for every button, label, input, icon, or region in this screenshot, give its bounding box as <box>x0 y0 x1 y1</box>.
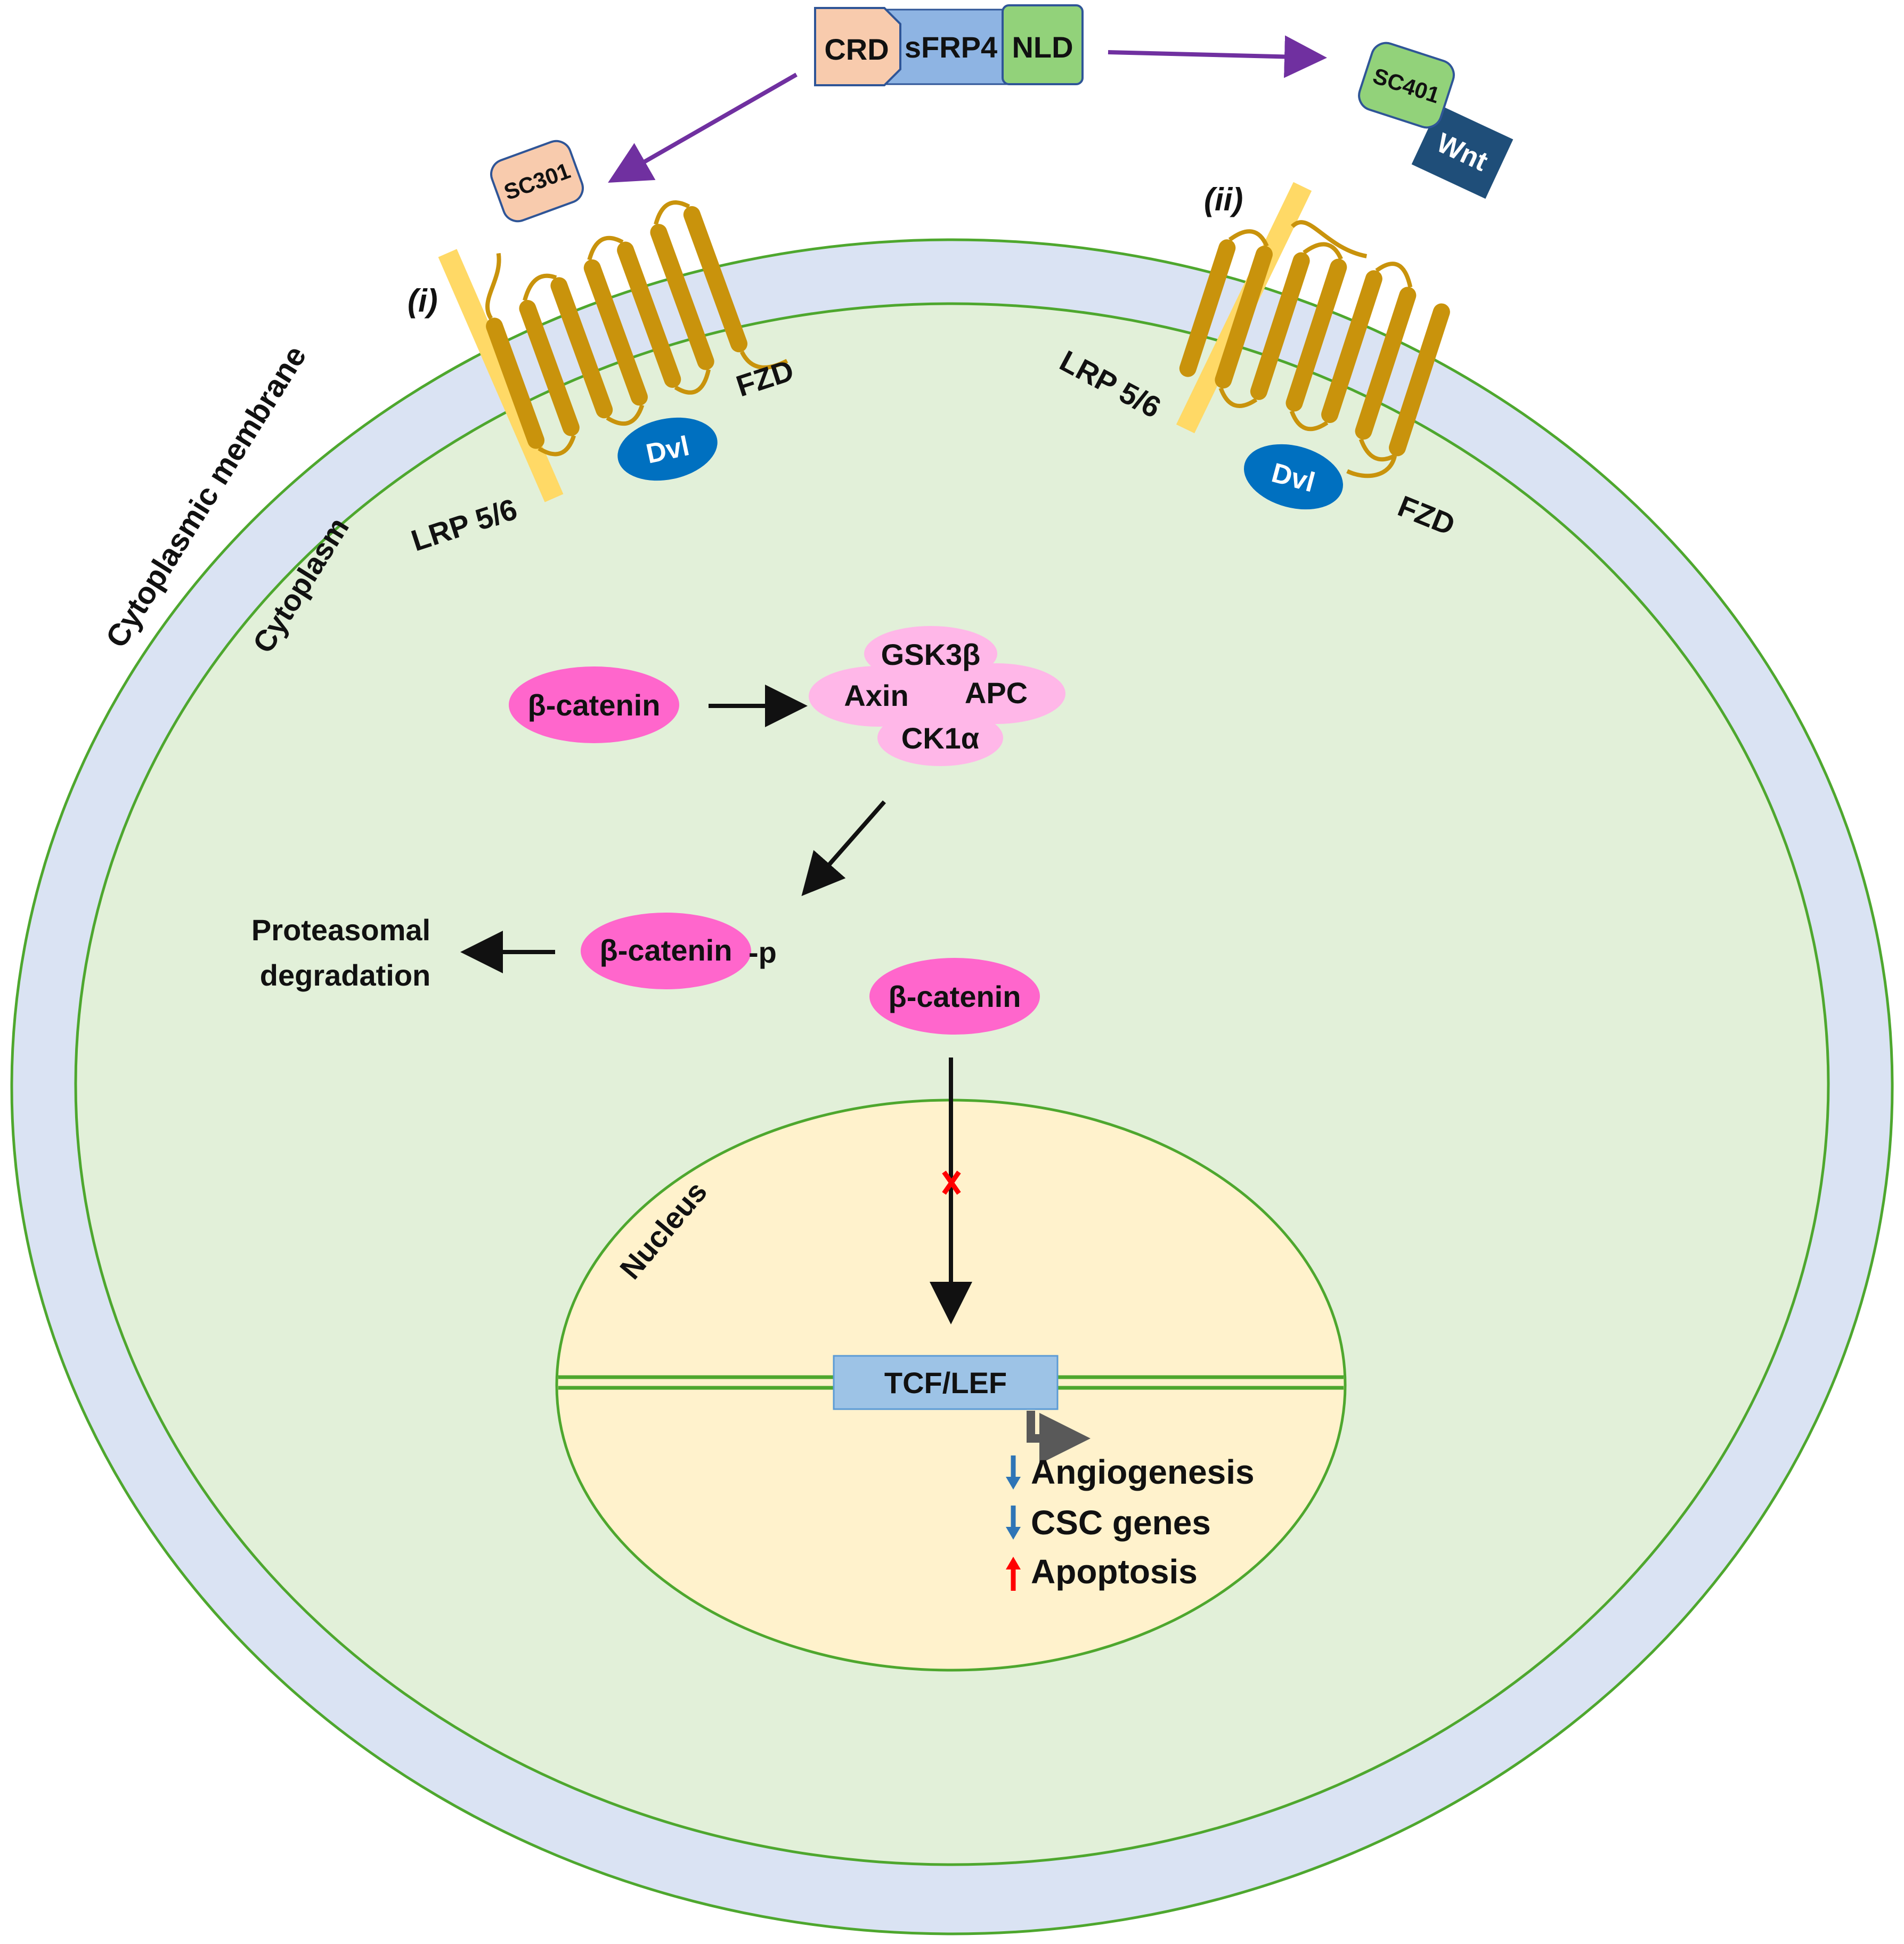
down-arrow-icon <box>1006 1455 1021 1490</box>
dvl-left <box>617 417 718 481</box>
crd-label: CRD <box>824 32 889 66</box>
sfrp4-label: sFRP4 <box>905 30 997 64</box>
sc401-box <box>1358 42 1455 129</box>
apc-label: APC <box>965 676 1028 710</box>
degradation-line1: Proteasomal <box>251 913 430 947</box>
down-arrow-icon <box>1006 1506 1021 1540</box>
apc-node <box>927 663 1065 724</box>
wnt-box <box>1411 104 1514 199</box>
outcome-apoptosis: Apoptosis <box>1006 1552 1198 1591</box>
receptor-left: (i) SC301 Dvl FZD LRP 5/6 <box>407 140 798 557</box>
outcome-label: CSC genes <box>1031 1503 1211 1542</box>
beta-catenin-phospho-label: β-catenin <box>600 933 733 967</box>
roman-i-label: (i) <box>408 283 438 319</box>
fzd-left <box>485 200 788 457</box>
beta-catenin-free <box>509 666 679 743</box>
tcf-lef-label: TCF/LEF <box>884 1366 1007 1400</box>
fzd-right <box>1179 220 1450 478</box>
block-x-icon <box>942 1170 961 1195</box>
outcome-label: Apoptosis <box>1031 1552 1198 1591</box>
ck1a-node <box>877 710 1003 766</box>
sc401-wnt-complex: Wnt SC401 <box>1358 42 1514 199</box>
up-arrow-icon <box>1006 1557 1021 1591</box>
tcf-lef-box <box>833 1355 1059 1410</box>
outcome-angiogenesis: Angiogenesis <box>1006 1453 1255 1491</box>
degradation-line2: degradation <box>260 958 430 992</box>
phospho-suffix: -p <box>748 936 777 969</box>
transcription-arrow-icon <box>1027 1411 1091 1464</box>
outcome-csc-genes: CSC genes <box>1006 1503 1211 1542</box>
nld-domain-box <box>1002 4 1084 85</box>
lrp-bar-left <box>438 249 564 502</box>
destruction-complex: GSK3β Axin APC CK1α <box>809 626 1065 766</box>
dvl-right <box>1244 444 1343 510</box>
roman-ii-label: (ii) <box>1204 182 1243 217</box>
beta-catenin-cytosolic <box>869 958 1040 1035</box>
nld-label: NLD <box>1012 30 1073 64</box>
beta-catenin-free-label: β-catenin <box>528 688 661 722</box>
axin-node <box>809 666 947 727</box>
beta-catenin-cytosolic-label: β-catenin <box>889 980 1021 1013</box>
ck1a-label: CK1α <box>901 721 979 755</box>
gsk3b-label: GSK3β <box>881 638 981 671</box>
arrow-to-sc301 <box>608 72 798 183</box>
arrow-to-sc401 <box>1108 35 1327 78</box>
crd-domain-box <box>814 7 901 86</box>
sc301-box <box>490 140 584 223</box>
arrow-to-phospho <box>801 800 886 897</box>
sfrp4-construct: CRD sFRP4 NLD <box>814 4 1084 86</box>
receptor-right: (ii) Dvl FZD LRP 5/6 <box>1054 182 1460 542</box>
axin-label: Axin <box>844 679 908 712</box>
beta-catenin-phospho <box>581 913 751 989</box>
outcome-label: Angiogenesis <box>1031 1453 1255 1491</box>
